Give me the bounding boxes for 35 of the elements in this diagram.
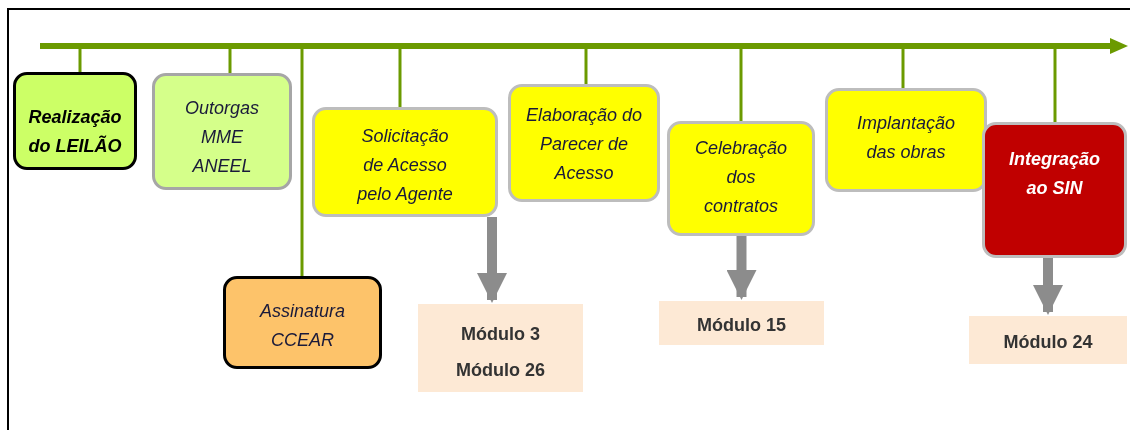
milestone-box <box>152 73 292 190</box>
connector-line <box>398 49 402 107</box>
box-label: Assinatura CCEAR <box>258 300 346 352</box>
box-label: Elaboração do Parecer de Acesso <box>524 104 644 185</box>
down-arrow <box>726 236 757 300</box>
box-label: Integração ao SIN <box>1009 148 1100 200</box>
box-label: Outorgas MME ANEEL <box>185 97 260 178</box>
milestone-box <box>825 88 987 192</box>
down-arrow <box>1033 258 1063 315</box>
box-label: Solicitação de Acesso pelo Agente <box>356 125 454 206</box>
box-label: Módulo 15 <box>697 314 786 337</box>
connector-line <box>901 49 905 88</box>
milestone-box <box>223 276 382 369</box>
box-label: Implantação das obras <box>855 112 957 164</box>
milestone-box <box>982 122 1127 258</box>
box-label: Módulo 26 <box>456 359 545 382</box>
connector-line <box>739 49 743 121</box>
milestone-box <box>508 84 660 202</box>
box-label: Módulo 3 <box>461 323 540 346</box>
module-note <box>418 304 583 392</box>
connector-line <box>300 49 304 276</box>
box-label: Realização do LEILÃO <box>27 106 123 158</box>
connector-line <box>228 49 232 73</box>
milestone-box <box>667 121 815 236</box>
down-arrow <box>477 217 507 303</box>
box-label: Celebração dos contratos <box>694 137 788 218</box>
milestone-box <box>312 107 498 217</box>
timeline-arrow <box>40 36 1128 56</box>
milestone-box <box>13 72 137 170</box>
connector-line <box>584 49 588 84</box>
connector-line <box>1053 49 1057 122</box>
box-label: Módulo 24 <box>1003 331 1093 354</box>
module-note <box>659 301 824 345</box>
connector-line <box>78 49 82 72</box>
module-note <box>969 316 1127 364</box>
